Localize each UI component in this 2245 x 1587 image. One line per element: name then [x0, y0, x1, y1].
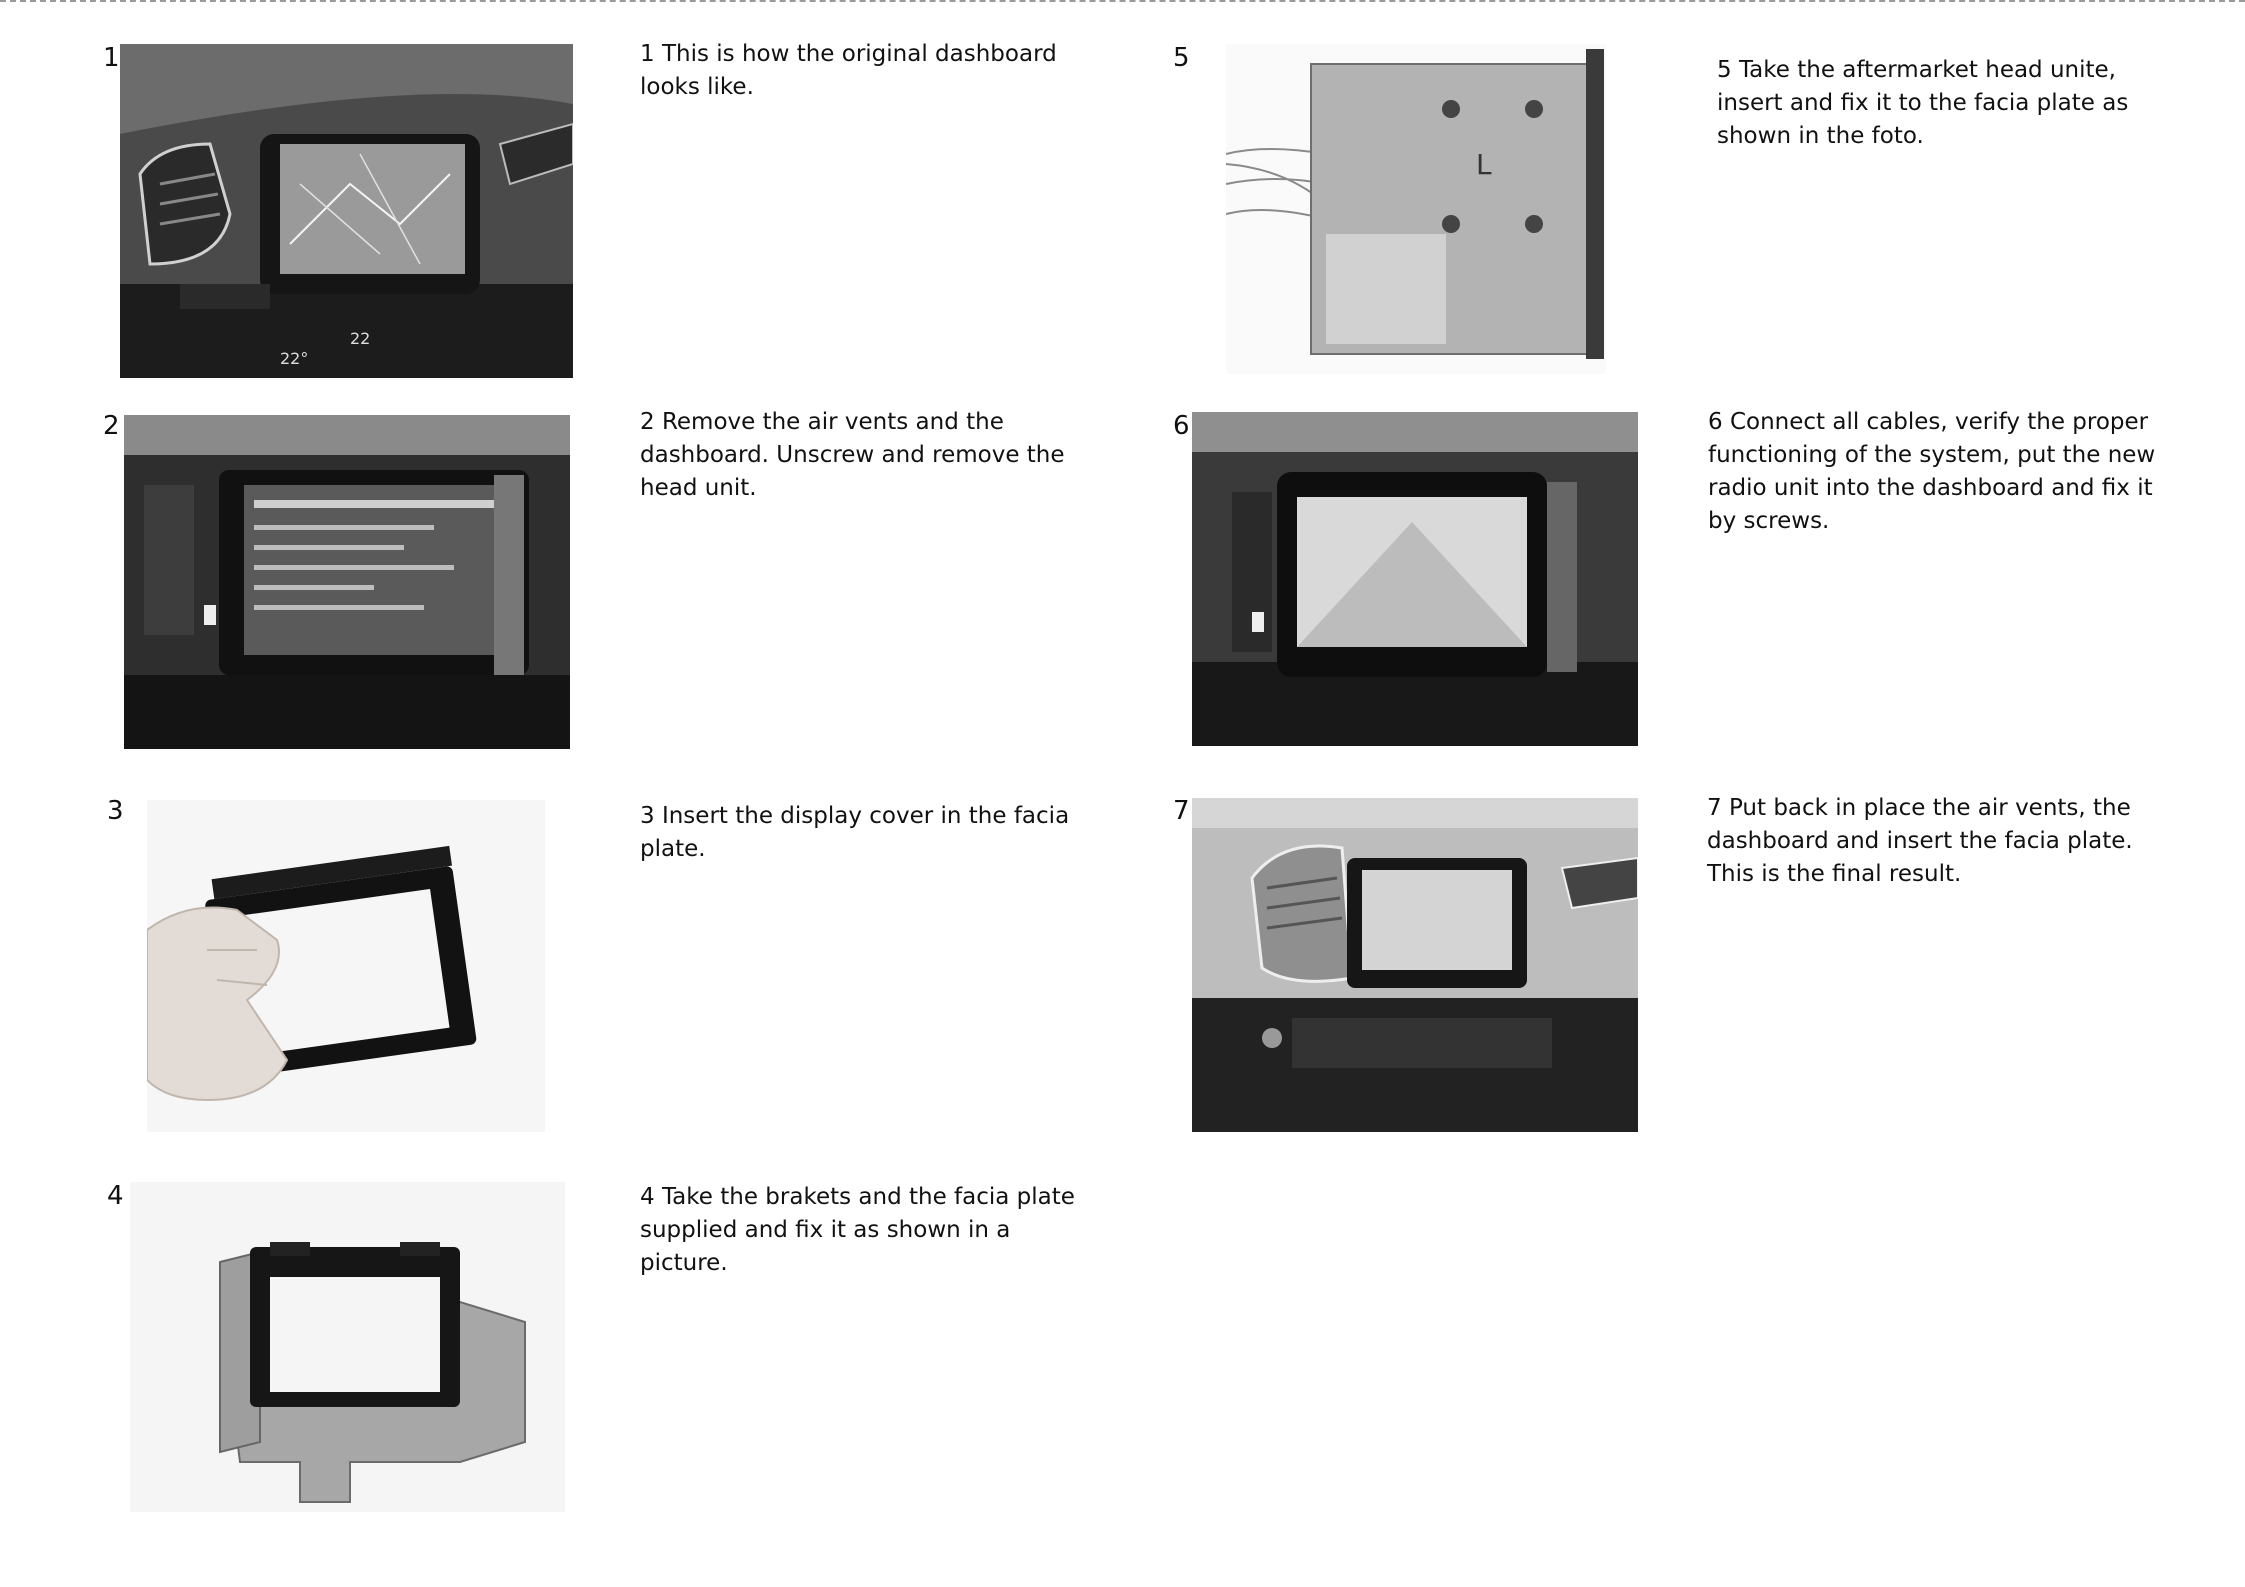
step-2-photo [124, 415, 570, 749]
step-5-photo: L [1226, 44, 1606, 374]
step-1-number: 1 [103, 43, 120, 73]
step-7-photo [1192, 798, 1638, 1132]
step-3-number: 3 [107, 796, 124, 826]
step-5-number: 5 [1173, 43, 1190, 73]
step-4-text: 4 Take the brakets and the facia plate s… [640, 1184, 1075, 1276]
step-1-text: 1 This is how the original dashboard loo… [640, 41, 1057, 100]
step-3-photo [147, 800, 545, 1132]
brackets-facia-icon [130, 1182, 565, 1512]
step-7-number: 7 [1173, 796, 1190, 826]
step-2-number: 2 [103, 411, 120, 441]
radio-installed-icon [1192, 412, 1638, 746]
svg-text:L: L [1476, 148, 1492, 181]
step-2-text: 2 Remove the air vents and the dashboard… [640, 409, 1065, 501]
svg-text:22°: 22° [280, 349, 308, 368]
display-cover-icon [147, 800, 545, 1132]
step-1-photo: 22° 22 [120, 44, 573, 378]
step-6-number: 6 [1173, 411, 1190, 441]
head-unit-brackets-icon: L [1226, 44, 1606, 374]
step-4-number: 4 [107, 1181, 124, 1211]
cut-line-divider [0, 0, 2245, 2]
svg-text:22: 22 [350, 329, 370, 348]
step-6-text: 6 Connect all cables, verify the proper … [1708, 409, 2156, 534]
step-5-text: 5 Take the aftermarket head unite, inser… [1717, 57, 2129, 149]
step-4-photo [130, 1182, 565, 1512]
original-dashboard-icon: 22° 22 [120, 44, 573, 378]
step-6-photo [1192, 412, 1638, 746]
final-result-icon [1192, 798, 1638, 1132]
step-7-text: 7 Put back in place the air vents, the d… [1707, 795, 2133, 887]
step-3-text: 3 Insert the display cover in the facia … [640, 803, 1070, 862]
dashboard-removed-icon [124, 415, 570, 749]
